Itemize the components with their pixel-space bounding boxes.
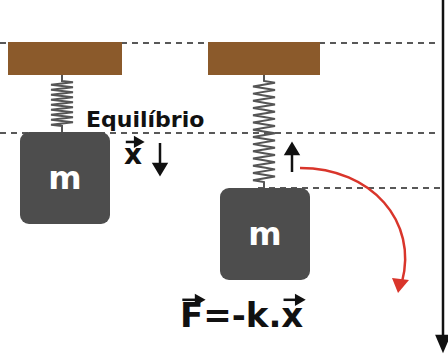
equilibrium-label: Equilíbrio (84, 108, 206, 132)
displacement-label: x (124, 140, 142, 171)
arrow-head (286, 144, 298, 154)
axis-line (442, 0, 445, 338)
mass-label: m (48, 162, 81, 194)
mass-label: m (248, 218, 281, 250)
mass-block: m (220, 188, 310, 280)
support-block (208, 42, 320, 75)
arrow-head (154, 164, 166, 174)
displacement-arrow (159, 143, 162, 166)
spring (253, 75, 275, 188)
support-block (8, 42, 122, 75)
arrow-head (392, 278, 409, 293)
force-formula: F=-k.x (180, 297, 303, 334)
arrow-head (437, 336, 448, 350)
mass-block: m (20, 132, 110, 224)
curved-arrow (300, 168, 405, 282)
spring (51, 75, 73, 132)
